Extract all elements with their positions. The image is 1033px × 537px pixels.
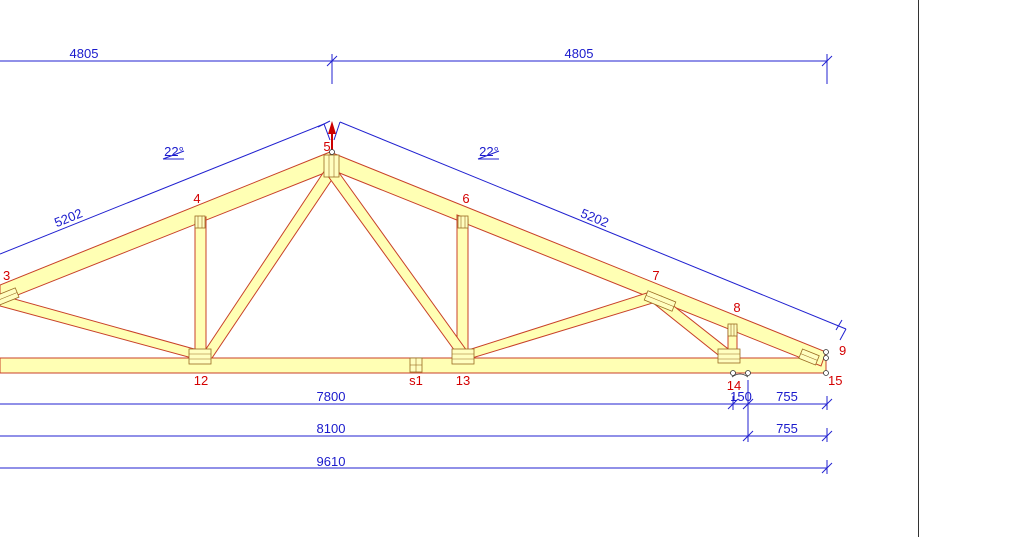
plate-4 (194, 215, 206, 229)
plate-13 (451, 348, 475, 365)
node-label-12: 12 (194, 373, 208, 388)
dim-mid-overhang: 755 (776, 421, 798, 436)
dim-bottom-span: 7800 (317, 389, 346, 404)
dim-bottom-offset: 150 (730, 389, 752, 404)
web-diagonal-13-7 (460, 291, 657, 359)
node-label-6: 6 (462, 191, 469, 206)
dim-top-left: 4805 (70, 46, 99, 61)
support-circle-15 (823, 370, 829, 376)
dim-top-right: 4805 (565, 46, 594, 61)
panel-divider (918, 0, 919, 537)
plate-8 (727, 323, 738, 337)
plate-3 (0, 287, 20, 307)
plate-7 (643, 290, 677, 312)
plate-12 (188, 348, 212, 365)
node-label-3: 3 (3, 268, 10, 283)
support-circle-9b (823, 355, 829, 361)
dimension-texts: 4805 4805 5202 5202 22° 22° 7800 150 755… (52, 46, 798, 469)
plate-6 (457, 215, 469, 229)
dimension-lines (0, 54, 847, 474)
truss-members (0, 151, 827, 374)
support-circle-9a (823, 349, 829, 355)
dim-bottom-overhang: 755 (776, 389, 798, 404)
node-label-9: 9 (839, 343, 846, 358)
web-diagonal-3-12 (0, 294, 207, 359)
dim-mid-span: 8100 (317, 421, 346, 436)
dim-angle-right: 22° (479, 144, 499, 159)
node-label-5: 5 (323, 139, 330, 154)
dim-overall: 9610 (317, 454, 346, 469)
load-arrow-icon (328, 121, 336, 155)
plate-14 (717, 348, 741, 364)
plate-s1 (409, 357, 423, 373)
dim-angle-left: 22° (164, 144, 184, 159)
node-label-15: 15 (828, 373, 842, 388)
plate-9 (798, 348, 820, 366)
top-chord-left (0, 151, 333, 303)
plate-5 (323, 154, 340, 178)
web-vertical-6 (456, 214, 469, 359)
supports (730, 349, 829, 378)
web-diagonal-5-13 (324, 169, 473, 359)
node-label-8: 8 (733, 300, 740, 315)
node-label-4: 4 (193, 191, 200, 206)
node-label-7: 7 (652, 268, 659, 283)
node-labels: 3 4 5 6 7 8 9 12 s1 13 14 15 (3, 139, 846, 393)
support-roller-14 (730, 370, 751, 378)
node-label-13: 13 (456, 373, 470, 388)
web-vertical-4 (194, 216, 207, 359)
top-chord-right (329, 151, 827, 367)
node-label-s1: s1 (409, 373, 423, 388)
node-label-14: 14 (727, 378, 741, 393)
connector-plates (0, 154, 820, 373)
